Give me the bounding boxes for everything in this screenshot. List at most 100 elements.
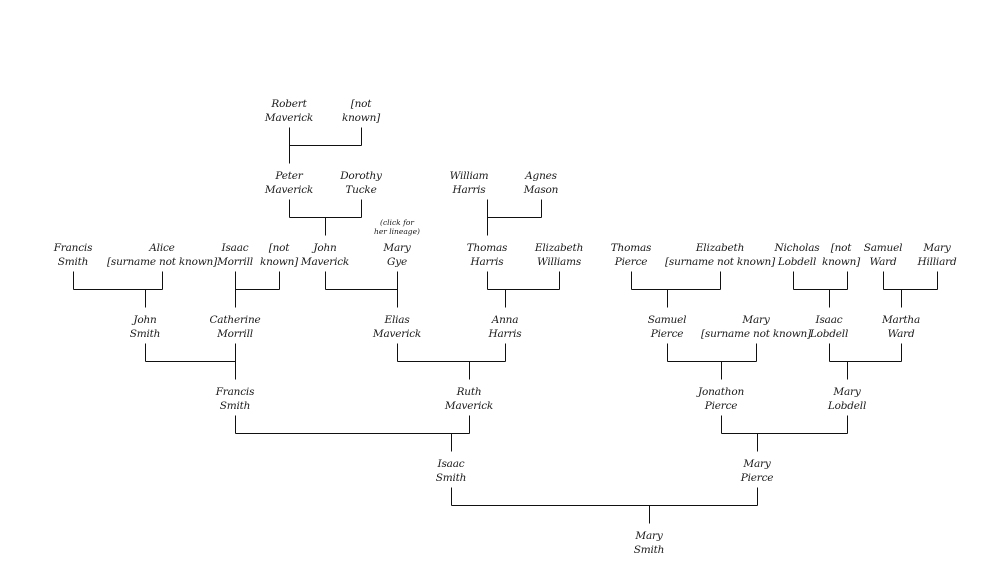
surname: Maverick xyxy=(264,184,314,196)
given-name: John xyxy=(133,314,157,326)
surname: Gye xyxy=(387,256,407,268)
given-name: Samuel xyxy=(863,242,903,254)
given-name: Mary xyxy=(743,458,771,470)
surname: Maverick xyxy=(300,256,350,268)
surname: [surname not known] xyxy=(665,256,775,268)
surname: Smith xyxy=(219,400,251,412)
lineage-link-text: (click for xyxy=(380,218,414,227)
surname: Pierce xyxy=(740,472,774,484)
given-name: Elizabeth xyxy=(695,242,745,254)
given-name: Martha xyxy=(881,314,921,326)
surname: Mason xyxy=(523,184,559,196)
surname: Maverick xyxy=(372,328,422,340)
given-name: Mary xyxy=(383,242,411,254)
surname: Morrill xyxy=(217,328,253,340)
surname: Ward xyxy=(887,328,915,340)
given-name: Mary xyxy=(742,314,770,326)
given-name: Samuel xyxy=(647,314,687,326)
given-name: [not xyxy=(268,242,290,254)
given-name: John xyxy=(313,242,337,254)
given-name: Isaac xyxy=(437,458,465,470)
person-mary-sp: Mary [surname not known] xyxy=(701,313,811,341)
surname: Hilliard xyxy=(917,256,957,268)
given-name: Anna xyxy=(491,314,519,326)
surname: Pierce xyxy=(704,400,738,412)
surname: [surname not known] xyxy=(701,328,811,340)
given-name: Mary xyxy=(923,242,951,254)
given-name: [not xyxy=(350,98,372,110)
given-name: Mary xyxy=(833,386,861,398)
given-name: Mary xyxy=(635,530,663,542)
surname: Harris xyxy=(470,256,504,268)
person-im-wife: [not known] xyxy=(260,241,298,269)
surname: Smith xyxy=(633,544,665,556)
surname: Pierce xyxy=(650,328,684,340)
given-name: Elias xyxy=(384,314,410,326)
given-name: Dorothy xyxy=(340,170,382,182)
surname: Smith xyxy=(435,472,467,484)
surname: known] xyxy=(341,112,381,124)
given-name: Ruth xyxy=(456,386,482,398)
given-name: Thomas xyxy=(466,242,508,254)
given-name: Peter xyxy=(275,170,303,182)
person-rm-wife: [not known] xyxy=(342,97,380,125)
lineage-link-text: her lineage) xyxy=(374,227,420,236)
surname: Williams xyxy=(536,256,582,268)
given-name: Isaac xyxy=(815,314,843,326)
given-name: Agnes xyxy=(525,170,557,182)
given-name: Alice xyxy=(149,242,175,254)
surname: Smith xyxy=(129,328,161,340)
person-elizabeth-pierce: Elizabeth [surname not known] xyxy=(665,241,775,269)
surname: Lobdell xyxy=(777,256,817,268)
given-name: Francis xyxy=(53,242,93,254)
surname: Smith xyxy=(57,256,89,268)
given-name: William xyxy=(449,170,489,182)
surname: Lobdell xyxy=(809,328,849,340)
surname: Lobdell xyxy=(827,400,867,412)
given-name: Elizabeth xyxy=(534,242,584,254)
surname: Maverick xyxy=(444,400,494,412)
surname: [surname not known] xyxy=(107,256,217,268)
surname: Morrill xyxy=(217,256,253,268)
given-name: Jonathon xyxy=(697,386,745,398)
person-alice: Alice [surname not known] xyxy=(107,241,217,269)
given-name: Francis xyxy=(215,386,255,398)
given-name: Robert xyxy=(271,98,307,110)
given-name: Thomas xyxy=(610,242,652,254)
surname: Ward xyxy=(869,256,897,268)
surname: known] xyxy=(259,256,299,268)
given-name: Isaac xyxy=(221,242,249,254)
surname: Tucke xyxy=(345,184,377,196)
surname: Harris xyxy=(452,184,486,196)
